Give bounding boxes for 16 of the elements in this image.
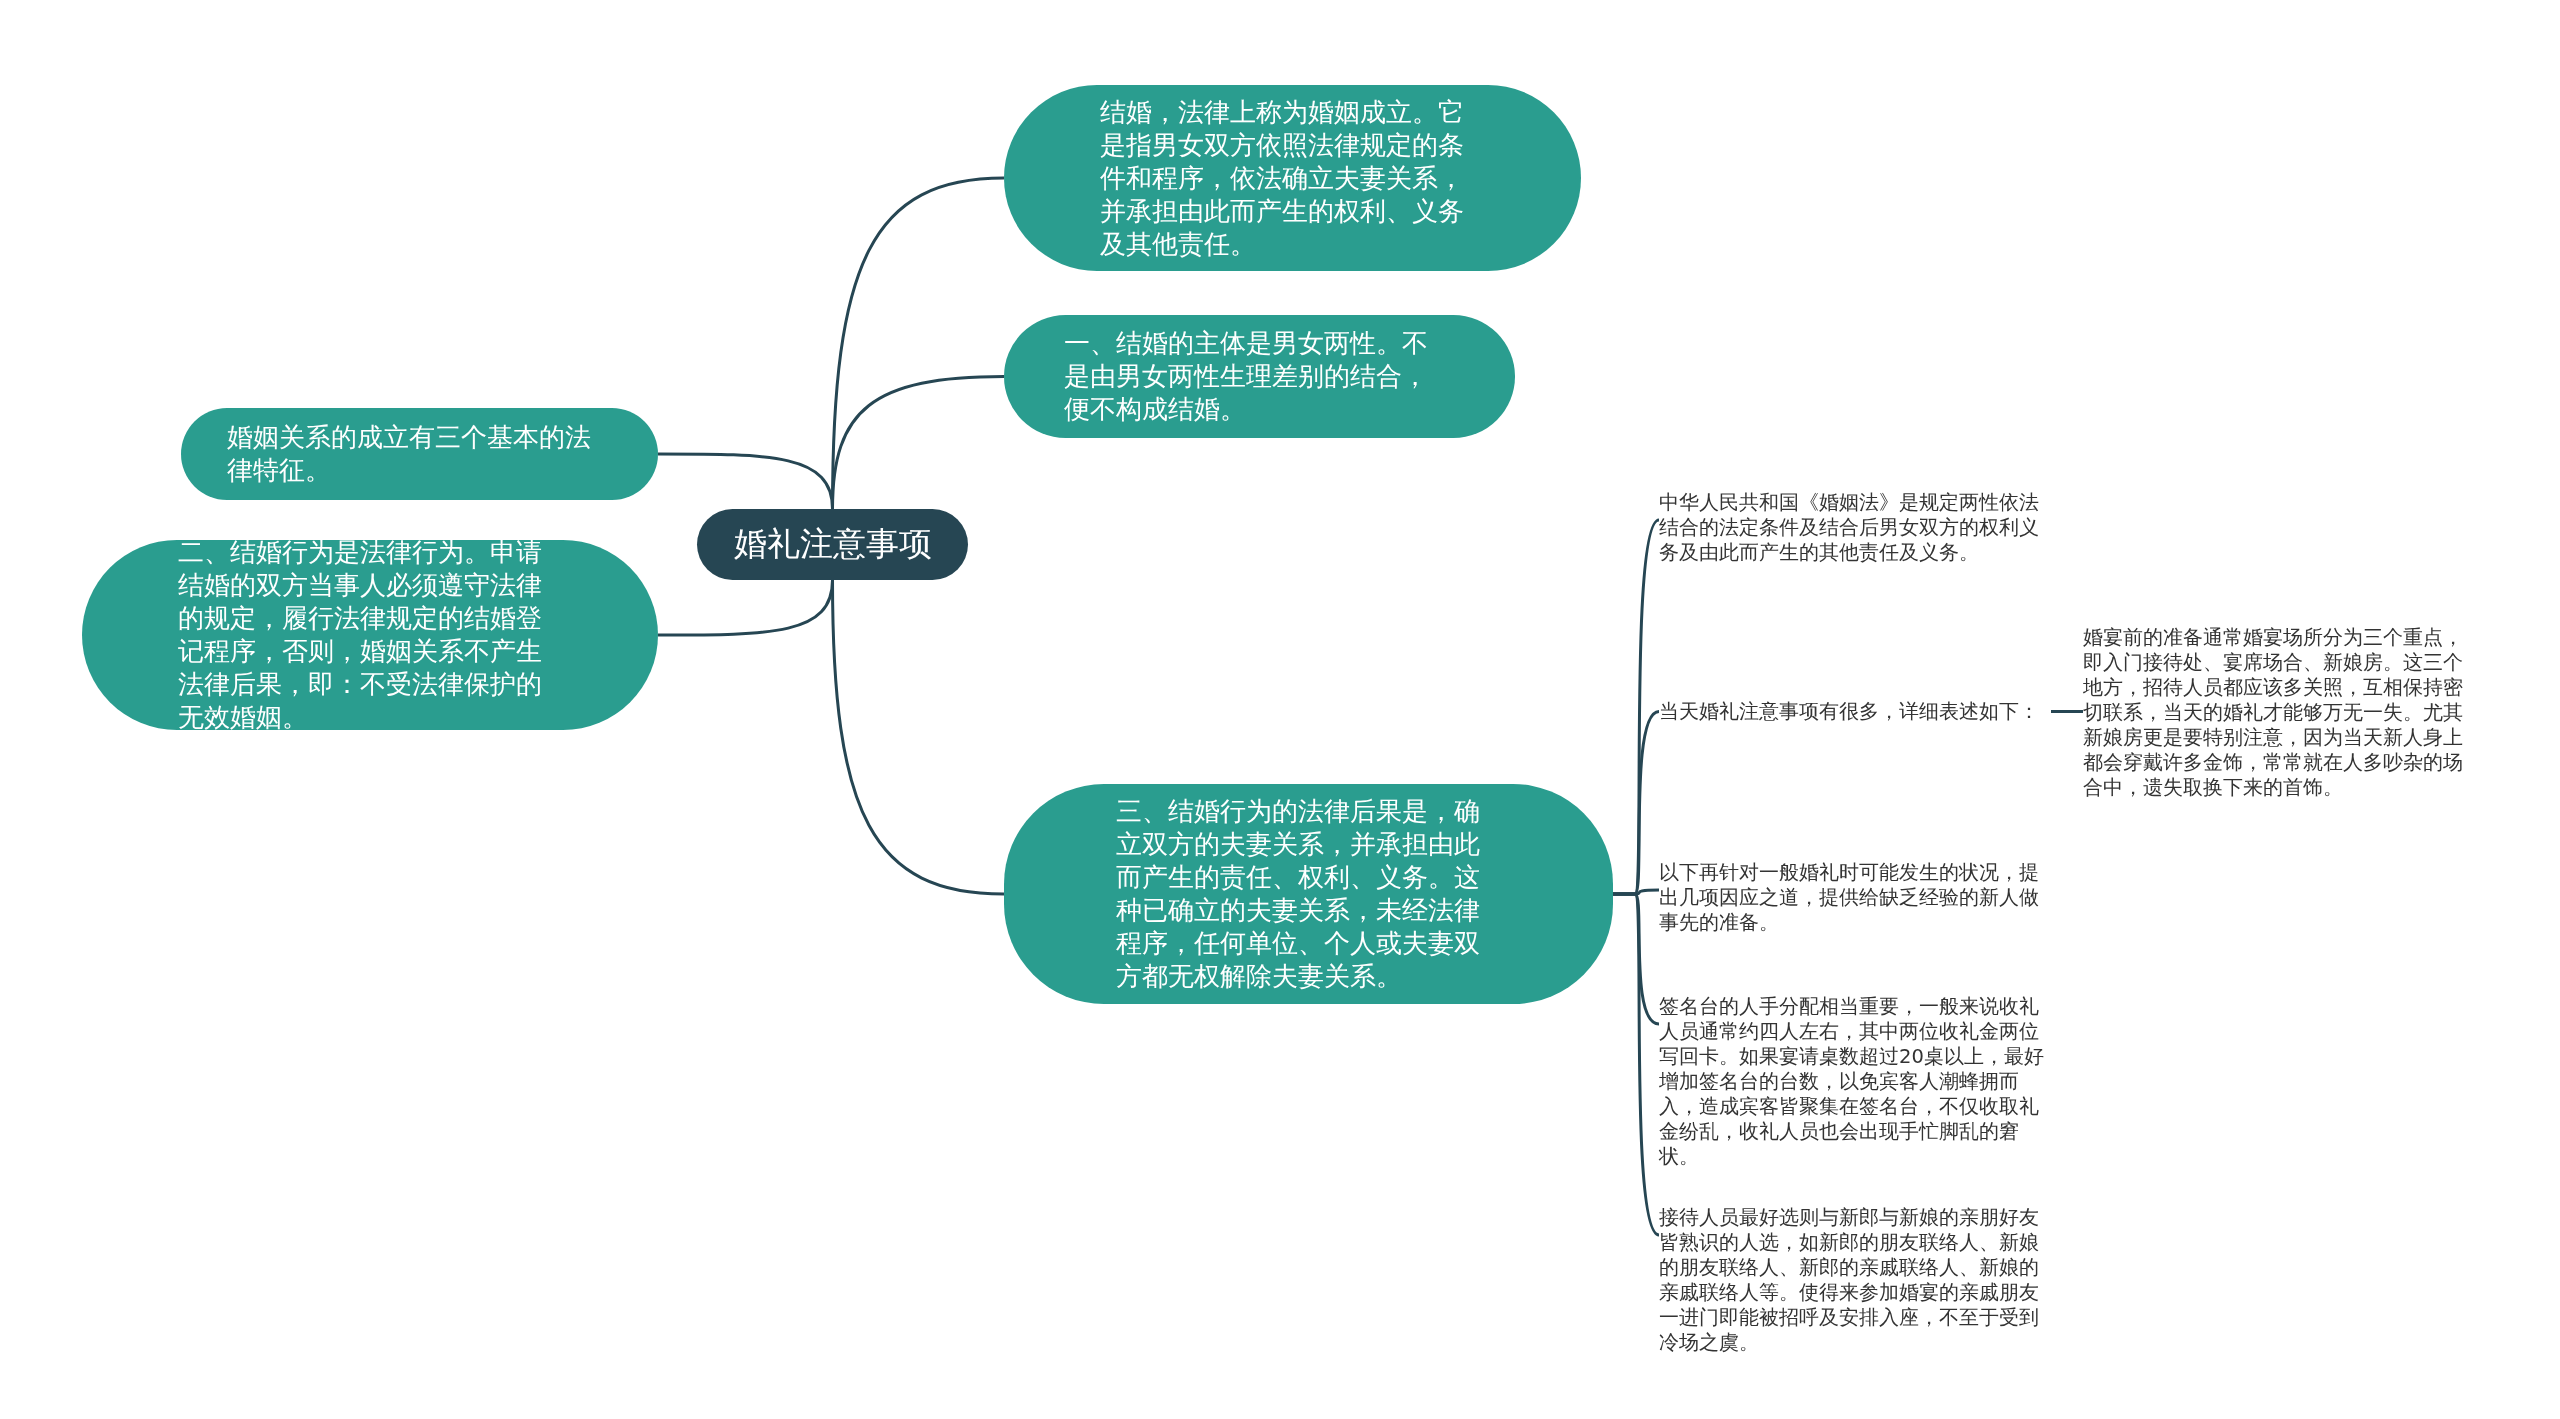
note-text: 接待人员最好选则与新郎与新娘的亲朋好友皆熟识的人选，如新郎的朋友联络人、新娘的朋友联络人、新郎的亲戚联络人、新娘的亲戚联络人等。使得来参加婚宴的亲戚朋友一进门即能被招呼及安排入座，不至于受到冷场之虞。	[1659, 1205, 2055, 1355]
topic-box: 婚姻关系的成立有三个基本的法律特征。	[181, 408, 658, 500]
topic-box: 结婚，法律上称为婚姻成立。它是指男女双方依照法律规定的条件和程序，依法确立夫妻关系，并承担由此而产生的权利、义务及其他责任。	[1004, 85, 1581, 271]
connector-line	[831, 579, 1005, 896]
note-text: 当天婚礼注意事项有很多，详细表述如下：	[1659, 699, 2039, 724]
topic-box: 三、结婚行为的法律后果是，确立双方的夫妻关系，并承担由此而产生的责任、权利、义务。这种已确立的夫妻关系，未经法律程序，任何单位、个人或夫妻双方都无权解除夫妻关系。	[1004, 784, 1613, 1004]
note-text: 以下再针对一般婚礼时可能发生的状况，提出几项因应之道，提供给缺乏经验的新人做事先的准备。	[1659, 860, 2055, 935]
note-text: 签名台的人手分配相当重要，一般来说收礼人员通常约四人左右，其中两位收礼金两位写回卡。如果宴请桌数超过20桌以上，最好增加签名台的台数，以免宾客人潮蜂拥而入，造成宾客皆聚集在签名台，不仅收取礼金纷乱，收礼人员也会出现手忙脚乱的窘状。	[1659, 994, 2055, 1169]
connector-line	[2051, 710, 2083, 713]
topic-box: 二、结婚行为是法律行为。申请结婚的双方当事人必须遵守法律的规定，履行法律规定的结婚登记程序，否则，婚姻关系不产生法律后果，即：不受法律保护的无效婚姻。	[82, 540, 658, 730]
note-text: 婚宴前的准备通常婚宴场所分为三个重点，即入门接待处、宴席场合、新娘房。这三个地方，招待人员都应该多关照，互相保持密切联系，当天的婚礼才能够万无一失。尤其新娘房更是要特别注意，因为当天新人身上都会穿戴许多金饰，常常就在人多吵杂的场合中，遗失取换下来的首饰。	[2083, 625, 2479, 800]
topic-box: 一、结婚的主体是男女两性。不是由男女两性生理差别的结合，便不构成结婚。	[1004, 315, 1515, 438]
note-text: 中华人民共和国《婚姻法》是规定两性依法结合的法定条件及结合后男女双方的权利义务及由此而产生的其他责任及义务。	[1659, 490, 2055, 565]
connector-line	[658, 452, 834, 510]
connector-line	[1613, 892, 1661, 1237]
central-topic-box: 婚礼注意事项	[697, 509, 968, 580]
